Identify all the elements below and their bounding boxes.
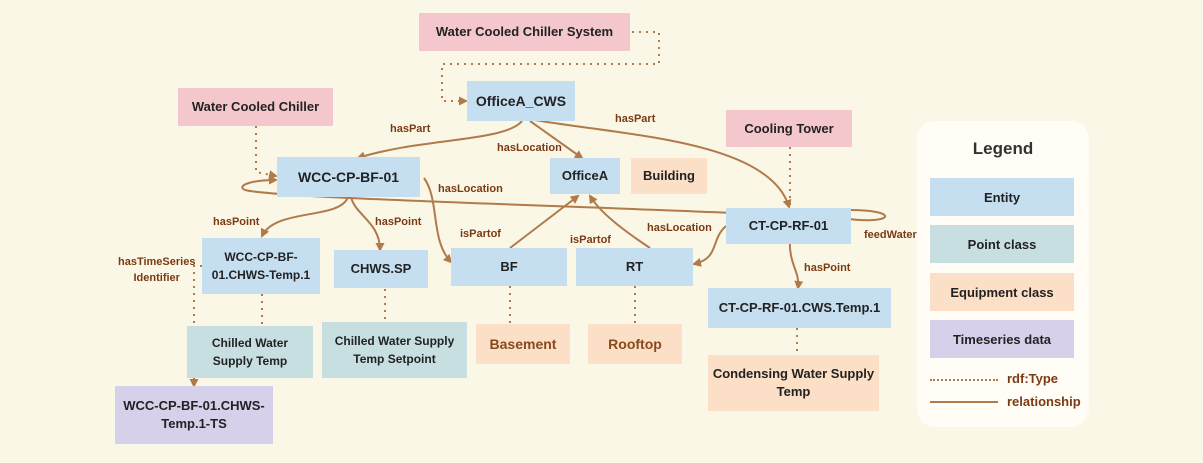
officea-cws-node: OfficeA_CWS — [467, 81, 575, 121]
ct-cp-rf-01-node: CT-CP-RF-01 — [726, 208, 851, 244]
ispartof-arrow-rt — [588, 194, 651, 249]
haspoint-label-wcc-2: hasPoint — [375, 216, 422, 228]
cooling-tower-class: Cooling Tower — [726, 110, 852, 147]
haslocation-arrow-officea — [529, 120, 584, 160]
haslocation-arrow-wcc — [423, 177, 453, 264]
ispartof-label-rt: isPartof — [570, 234, 611, 246]
ispartof-arrow-bf — [509, 194, 580, 249]
haslocation-label-ct: hasLocation — [647, 222, 712, 234]
timeseries-link — [189, 265, 202, 388]
wcc-chws-temp-timeseries: WCC-CP-BF-01.CHWS-Temp.1-TS — [115, 386, 273, 444]
haspoint-arrow-wcc-temp — [260, 196, 349, 238]
haspoint-label-wcc-1: hasPoint — [213, 216, 260, 228]
haspoint-label-ct: hasPoint — [804, 262, 851, 274]
wcc-chws-temp-point: WCC-CP-BF-01.CHWS-Temp.1 — [202, 238, 320, 294]
ct-cws-temp-point: CT-CP-RF-01.CWS.Temp.1 — [708, 288, 891, 328]
legend-equipment-class: Equipment class — [930, 273, 1074, 311]
hastimeseries-label: hasTimeSeries Identifier — [118, 256, 196, 284]
feedwater-label: feedWater — [864, 229, 917, 241]
rdf-type-link-system — [441, 31, 660, 106]
legend-entity: Entity — [930, 178, 1074, 216]
legend-rdf-type: rdf:Type — [1007, 371, 1059, 386]
officea-node: OfficeA — [550, 158, 620, 194]
rt-node: RT — [576, 248, 693, 286]
water-cooled-chiller-class: Water Cooled Chiller — [178, 88, 333, 126]
legend-timeseries: Timeseries data — [930, 320, 1074, 358]
wcc-cp-bf-01-node: WCC-CP-BF-01 — [277, 157, 420, 197]
condensing-water-supply-temp-class: Condensing Water Supply Temp — [708, 355, 879, 411]
water-cooled-chiller-system-class: Water Cooled Chiller System — [419, 13, 630, 51]
legend-relationship-line — [930, 401, 998, 403]
haslocation-label-wcc: hasLocation — [438, 183, 503, 195]
haslocation-label-officea: hasLocation — [497, 142, 562, 154]
haspart-arrow-ct — [534, 119, 792, 209]
chilled-water-supply-temp-setpoint-class: Chilled Water Supply Temp Setpoint — [322, 322, 467, 378]
bf-node: BF — [451, 248, 567, 286]
chws-sp-point: CHWS.SP — [334, 250, 428, 288]
haslocation-arrow-ct — [692, 225, 727, 267]
legend-panel: Legend Entity Point class Equipment clas… — [917, 121, 1089, 427]
rdf-type-link-chiller — [255, 126, 278, 180]
haspart-arrow-wcc — [356, 120, 523, 161]
building-class: Building — [631, 158, 707, 194]
rooftop-class: Rooftop — [588, 324, 682, 364]
haspart-label-left: hasPart — [390, 123, 431, 135]
basement-class: Basement — [476, 324, 570, 364]
legend-rdf-type-line — [930, 379, 998, 381]
haspoint-arrow-chws-sp — [350, 196, 385, 252]
legend-relationship: relationship — [1007, 394, 1081, 409]
haspart-label-right: hasPart — [615, 113, 656, 125]
chilled-water-supply-temp-class: Chilled Water Supply Temp — [187, 326, 313, 378]
legend-point-class: Point class — [930, 225, 1074, 263]
feedwater-arrow — [241, 175, 886, 222]
ispartof-label-bf: isPartof — [460, 228, 501, 240]
legend-title: Legend — [972, 139, 1034, 158]
